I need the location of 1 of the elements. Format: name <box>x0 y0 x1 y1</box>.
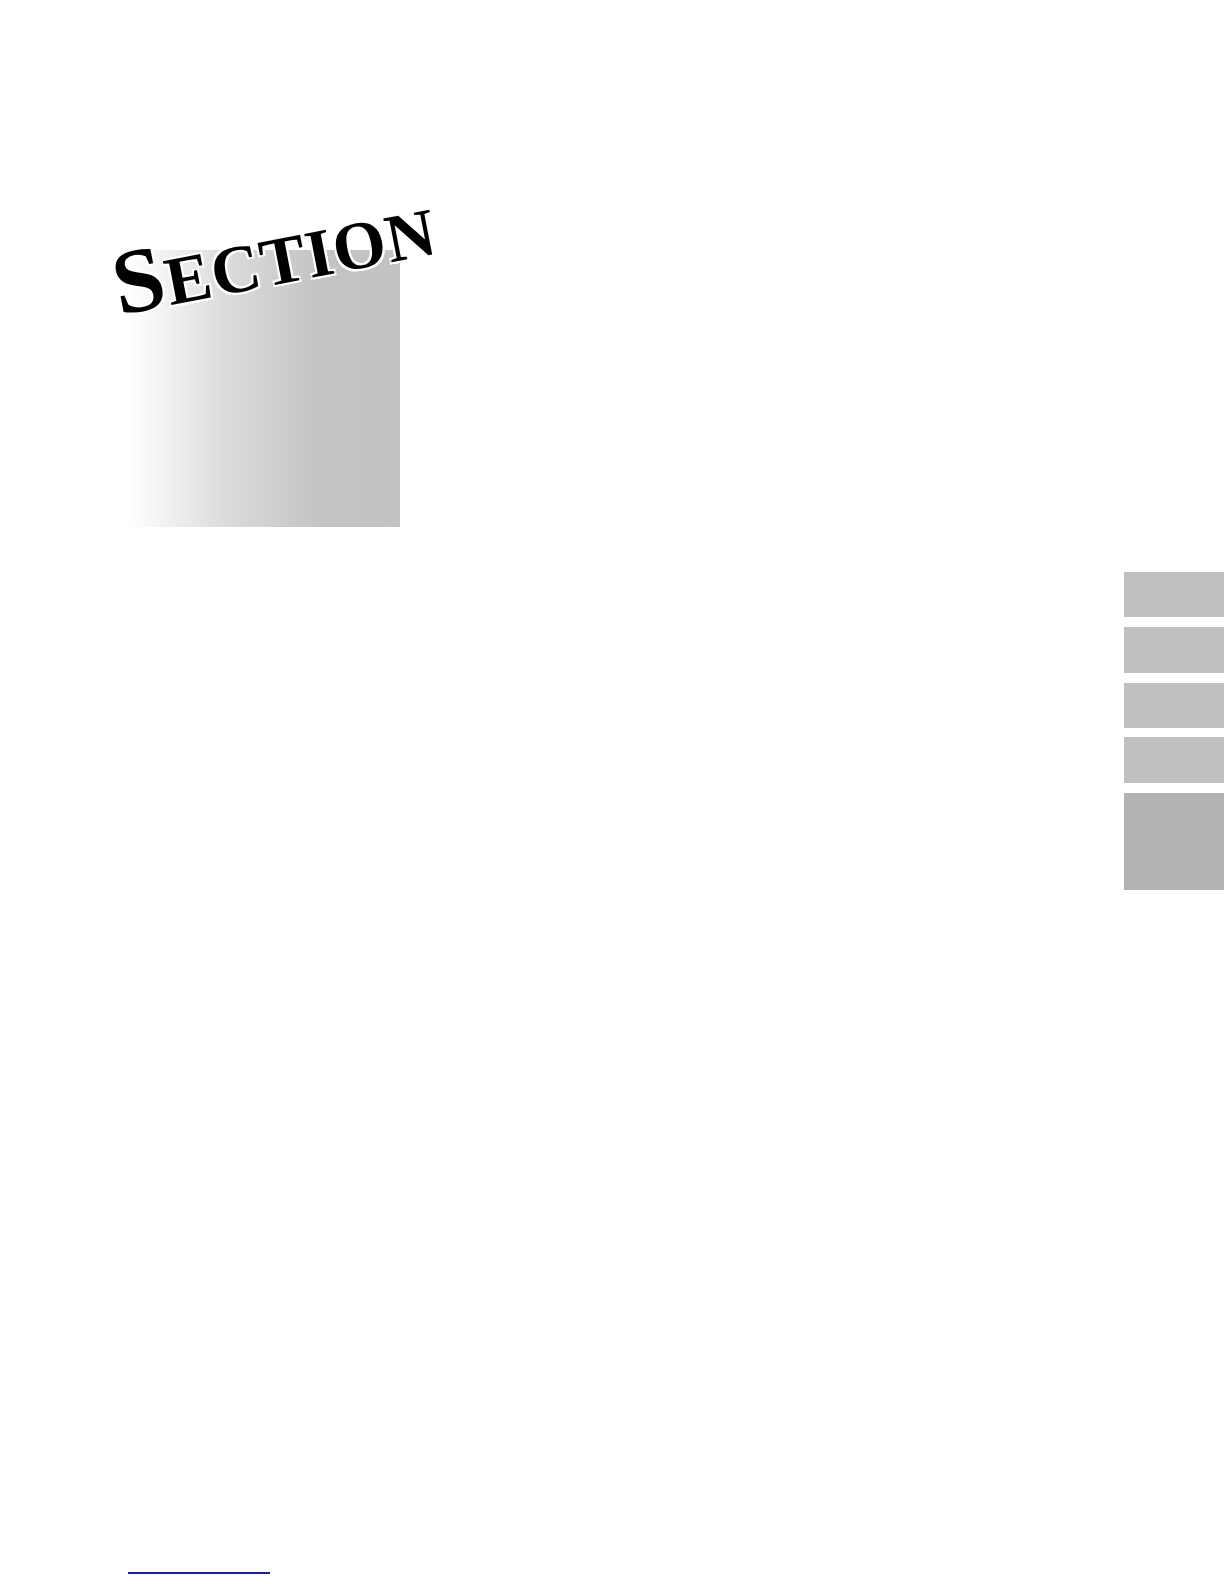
section-heading: SECTION <box>104 192 443 330</box>
